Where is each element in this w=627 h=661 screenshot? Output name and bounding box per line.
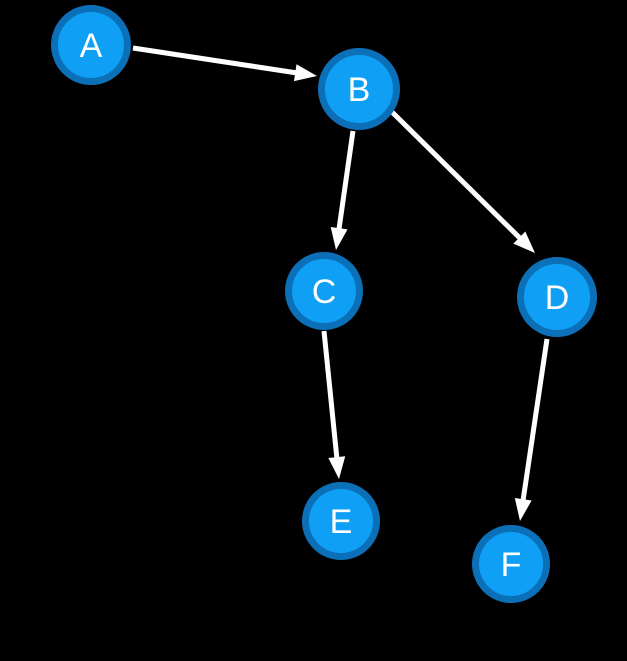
edge-line <box>390 110 523 241</box>
arrowhead-icon <box>514 497 532 521</box>
node-circle <box>318 48 400 130</box>
graph-node-b[interactable]: B <box>318 48 400 130</box>
graph-node-f[interactable]: F <box>472 525 550 603</box>
node-circle <box>517 257 597 337</box>
node-circle <box>51 5 131 85</box>
edge-a-to-b[interactable] <box>132 45 317 82</box>
edge-line <box>132 45 298 76</box>
graph-node-e[interactable]: E <box>302 482 380 560</box>
arrowhead-icon <box>328 456 346 479</box>
arrowhead-icon <box>293 64 317 82</box>
graph-node-c[interactable]: C <box>285 252 363 330</box>
node-circle <box>472 525 550 603</box>
edge-line <box>336 130 356 231</box>
edge-b-to-c[interactable] <box>330 130 356 250</box>
edge-b-to-d[interactable] <box>390 110 535 253</box>
node-circle <box>302 482 380 560</box>
arrowhead-icon <box>513 231 535 253</box>
edges-layer <box>132 45 550 521</box>
graph-node-d[interactable]: D <box>517 257 597 337</box>
node-circle <box>285 252 363 330</box>
edge-d-to-f[interactable] <box>514 338 550 521</box>
edge-line <box>321 330 340 460</box>
graph-node-a[interactable]: A <box>51 5 131 85</box>
arrowhead-icon <box>330 227 348 250</box>
edge-line <box>520 338 550 502</box>
edge-c-to-e[interactable] <box>321 330 346 479</box>
